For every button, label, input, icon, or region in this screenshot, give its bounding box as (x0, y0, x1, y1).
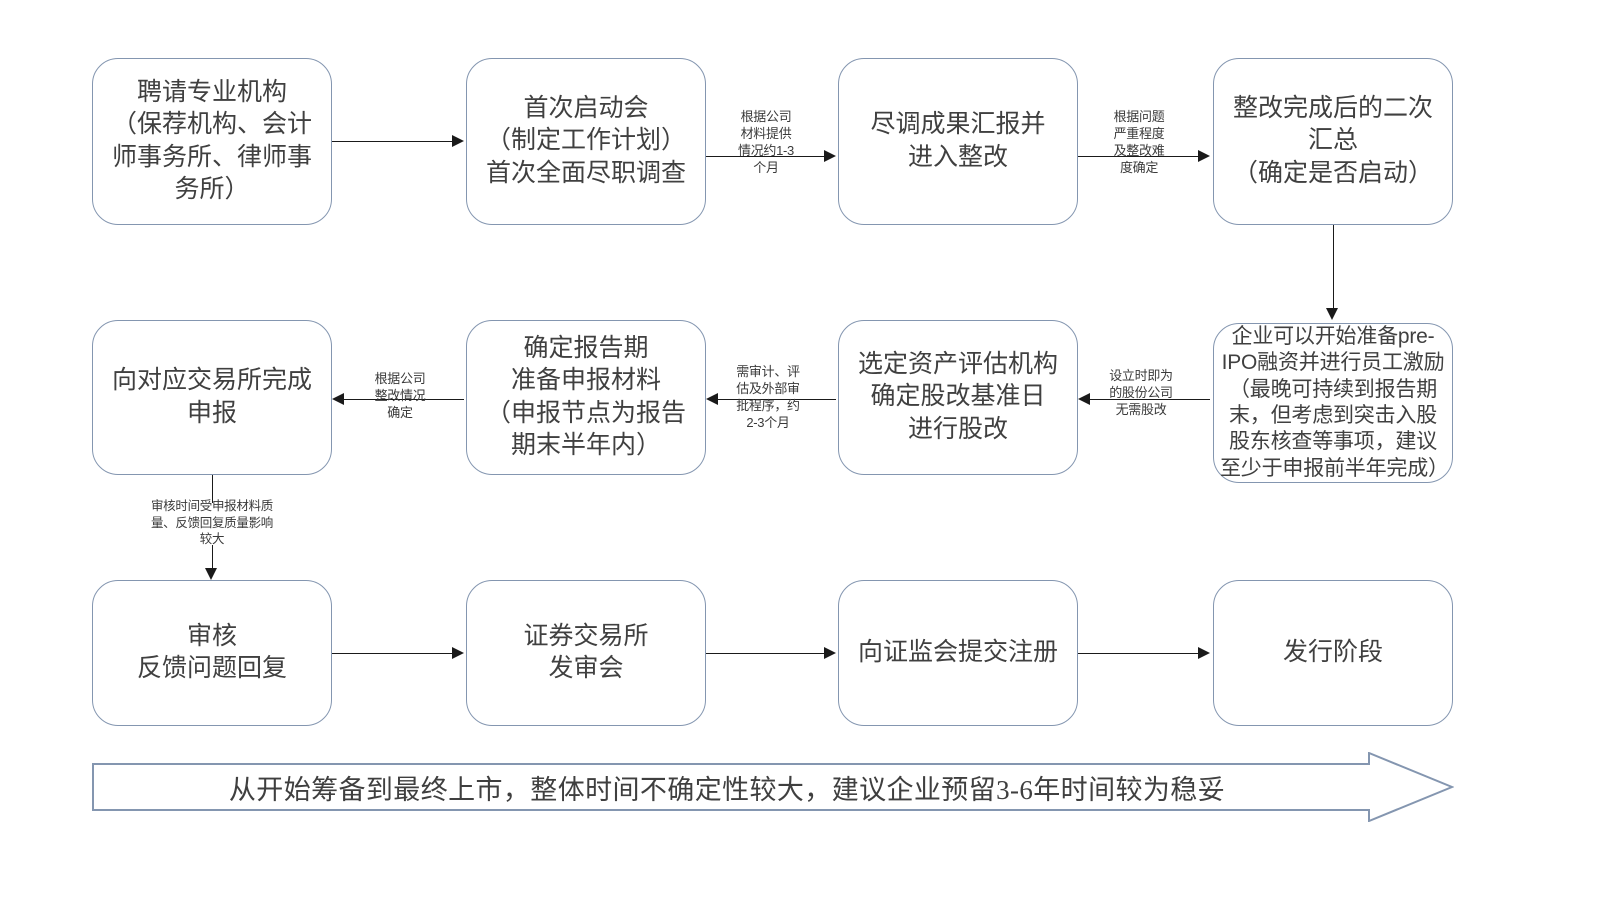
arrowhead-n1-n2 (452, 135, 464, 147)
node-review-feedback[interactable]: 审核 反馈问题回复 (92, 580, 332, 726)
arrowhead-n5-n6 (1078, 393, 1090, 405)
node-asset-valuation-shareholding-reform[interactable]: 选定资产评估机构 确定股改基准日 进行股改 (838, 320, 1078, 475)
connector-n8-n9-lower (212, 545, 213, 570)
arrowhead-n7-n8 (332, 393, 344, 405)
connector-n8-n9 (212, 475, 213, 503)
arrowhead-n8-n9 (205, 568, 217, 580)
arrowhead-n3-n4 (1198, 150, 1210, 162)
arrowhead-n11-n12 (1198, 647, 1210, 659)
edge-label-materials-1-3-months: 根据公司 材料提供 情况约1-3 个月 (738, 109, 794, 176)
timeline-banner-arrow: 从开始筹备到最终上市，整体时间不确定性较大，建议企业预留3-6年时间较为稳妥 (92, 752, 1454, 822)
node-reporting-period-materials[interactable]: 确定报告期 准备申报材料 （申报节点为报告 期末半年内） (466, 320, 706, 475)
node-csrc-registration[interactable]: 向证监会提交注册 (838, 580, 1078, 726)
connector-n6-n7 (718, 399, 836, 400)
edge-label-joint-stock-no-reform: 设立时即为 的股份公司 无需股改 (1109, 368, 1173, 418)
edge-label-review-time-quality: 审核时间受申报材料质 量、反馈回复质量影响 较大 (150, 499, 273, 546)
arrowhead-n2-n3 (824, 150, 836, 162)
arrowhead-n4-n5 (1326, 308, 1338, 320)
edge-label-severity-difficulty: 根据问题 严重程度 及整改难 度确定 (1113, 109, 1165, 176)
connector-n10-n11 (706, 653, 824, 654)
connector-n3-n4 (1078, 156, 1198, 157)
connector-n7-n8 (344, 399, 464, 400)
connector-n1-n2 (332, 141, 452, 142)
node-hire-professional-institutions[interactable]: 聘请专业机构 （保荐机构、会计 师事务所、律师事 务所） (92, 58, 332, 225)
node-issuance-stage[interactable]: 发行阶段 (1213, 580, 1453, 726)
node-kickoff-meeting[interactable]: 首次启动会 （制定工作计划） 首次全面尽职调查 (466, 58, 706, 225)
node-due-diligence-report[interactable]: 尽调成果汇报并 进入整改 (838, 58, 1078, 225)
edge-label-audit-valuation-2-3-months: 需审计、评 估及外部审 批程序，约 2-3个月 (736, 364, 800, 431)
node-second-summary[interactable]: 整改完成后的二次 汇总 （确定是否启动） (1213, 58, 1453, 225)
arrowhead-n9-n10 (452, 647, 464, 659)
node-submit-to-exchange[interactable]: 向对应交易所完成 申报 (92, 320, 332, 475)
connector-n11-n12 (1078, 653, 1198, 654)
connector-n2-n3 (706, 156, 824, 157)
connector-n4-n5 (1333, 225, 1334, 310)
connector-n9-n10 (332, 653, 452, 654)
connector-n5-n6 (1090, 399, 1210, 400)
node-pre-ipo-financing[interactable]: 企业可以开始准备pre- IPO融资并进行员工激励 （最晚可持续到报告期 末，但… (1213, 323, 1453, 483)
arrowhead-n10-n11 (824, 647, 836, 659)
edge-label-rectification-status: 根据公司 整改情况 确定 (374, 371, 426, 421)
arrowhead-n6-n7 (706, 393, 718, 405)
node-exchange-listing-committee[interactable]: 证券交易所 发审会 (466, 580, 706, 726)
timeline-banner-text: 从开始筹备到最终上市，整体时间不确定性较大，建议企业预留3-6年时间较为稳妥 (228, 774, 1226, 805)
